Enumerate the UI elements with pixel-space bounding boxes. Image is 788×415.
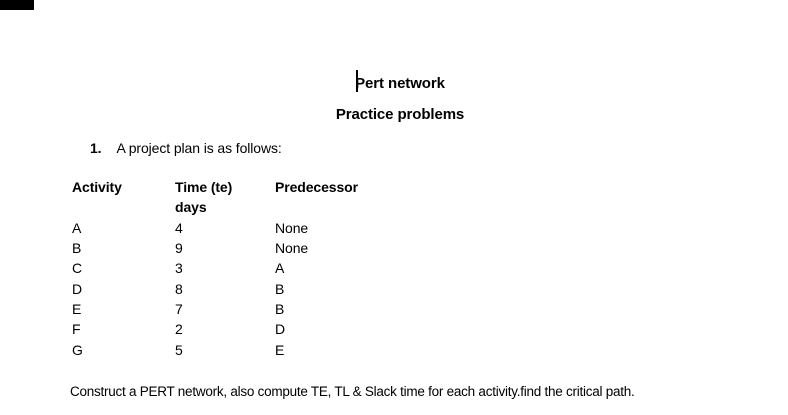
cell-predecessor: A (275, 260, 285, 277)
header-predecessor: Predecessor (275, 179, 358, 195)
table-header-row: Activity Time (te) Predecessor (72, 177, 358, 197)
cell-time: 5 (175, 341, 183, 358)
header-time: Time (te) (175, 179, 233, 195)
cell-activity: B (72, 240, 82, 257)
table-row: A 4 None (72, 218, 358, 238)
cell-time: 8 (175, 280, 183, 297)
cell-activity: E (72, 301, 82, 318)
question-number: 1. (90, 140, 102, 156)
cell-time: 4 (175, 219, 183, 236)
table-row: E 7 B (72, 299, 358, 319)
table-header-row-2: days (72, 197, 358, 217)
text-cursor (356, 70, 358, 92)
table-row: G 5 E (72, 340, 358, 360)
cell-predecessor: E (275, 341, 285, 358)
table-row: F 2 D (72, 319, 358, 339)
question-text: A project plan is as follows: (116, 140, 282, 156)
cell-predecessor: None (275, 240, 309, 257)
cell-activity: D (72, 280, 83, 297)
cell-predecessor: None (275, 219, 309, 236)
cell-predecessor: D (275, 321, 286, 338)
cell-predecessor: B (275, 280, 285, 297)
cell-activity: F (72, 321, 81, 338)
question-line: 1. A project plan is as follows: (90, 139, 282, 157)
header-activity: Activity (72, 179, 122, 195)
header-empty (72, 197, 175, 217)
cell-activity: G (72, 341, 83, 358)
table-row: C 3 A (72, 258, 358, 278)
cell-time: 9 (175, 240, 183, 257)
instruction-text: Construct a PERT network, also compute T… (70, 384, 635, 399)
document-subtitle: Practice problems (335, 106, 465, 123)
cell-activity: A (72, 219, 82, 236)
header-time-units: days (175, 199, 207, 216)
document-title: Pert network (355, 75, 445, 92)
cell-activity: C (72, 260, 83, 277)
corner-artifact-bar (0, 0, 34, 10)
table-row: D 8 B (72, 279, 358, 299)
cell-time: 2 (175, 321, 183, 338)
header-empty (275, 197, 358, 217)
table-row: B 9 None (72, 238, 358, 258)
activity-table: Activity Time (te) Predecessor days A 4 … (72, 177, 358, 360)
cell-predecessor: B (275, 301, 285, 318)
cell-time: 3 (175, 260, 183, 277)
cell-time: 7 (175, 301, 183, 318)
